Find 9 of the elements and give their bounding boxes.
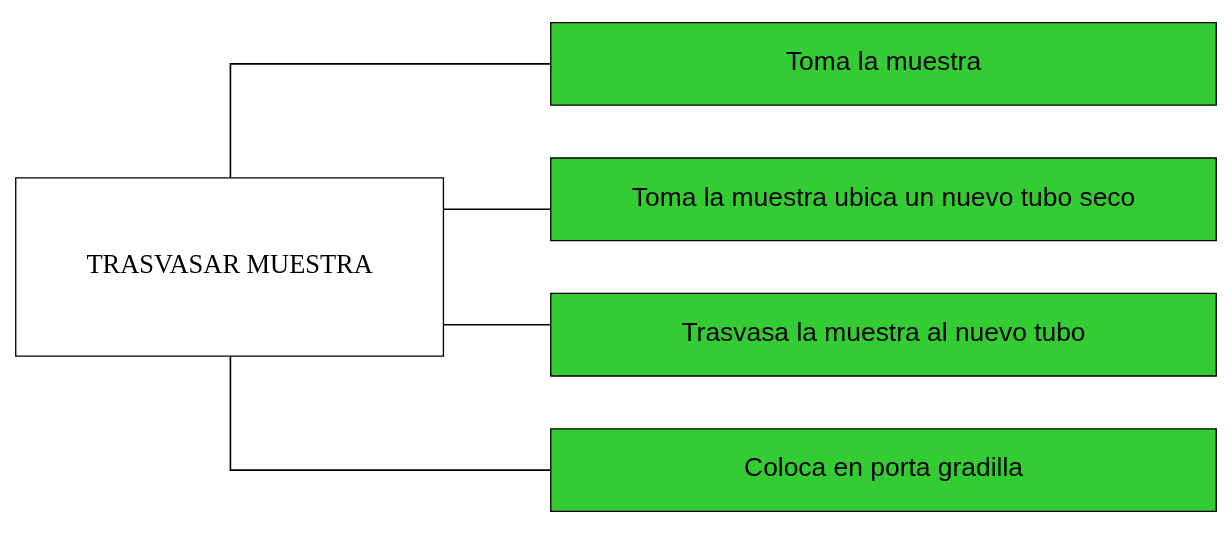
- node-box: TRASVASAR MUESTRA: [15, 176, 445, 357]
- node-box: Trasvasa la muestra al nuevo tubo: [550, 292, 1217, 377]
- connector: [442, 207, 552, 210]
- node-box: Toma la muestra ubica un nuevo tubo seco: [550, 156, 1217, 241]
- node-box: Toma la muestra: [550, 21, 1217, 106]
- connector: [229, 62, 552, 178]
- connector: [229, 355, 552, 471]
- connector: [442, 323, 552, 326]
- node-box: Coloca en porta gradilla: [550, 427, 1217, 512]
